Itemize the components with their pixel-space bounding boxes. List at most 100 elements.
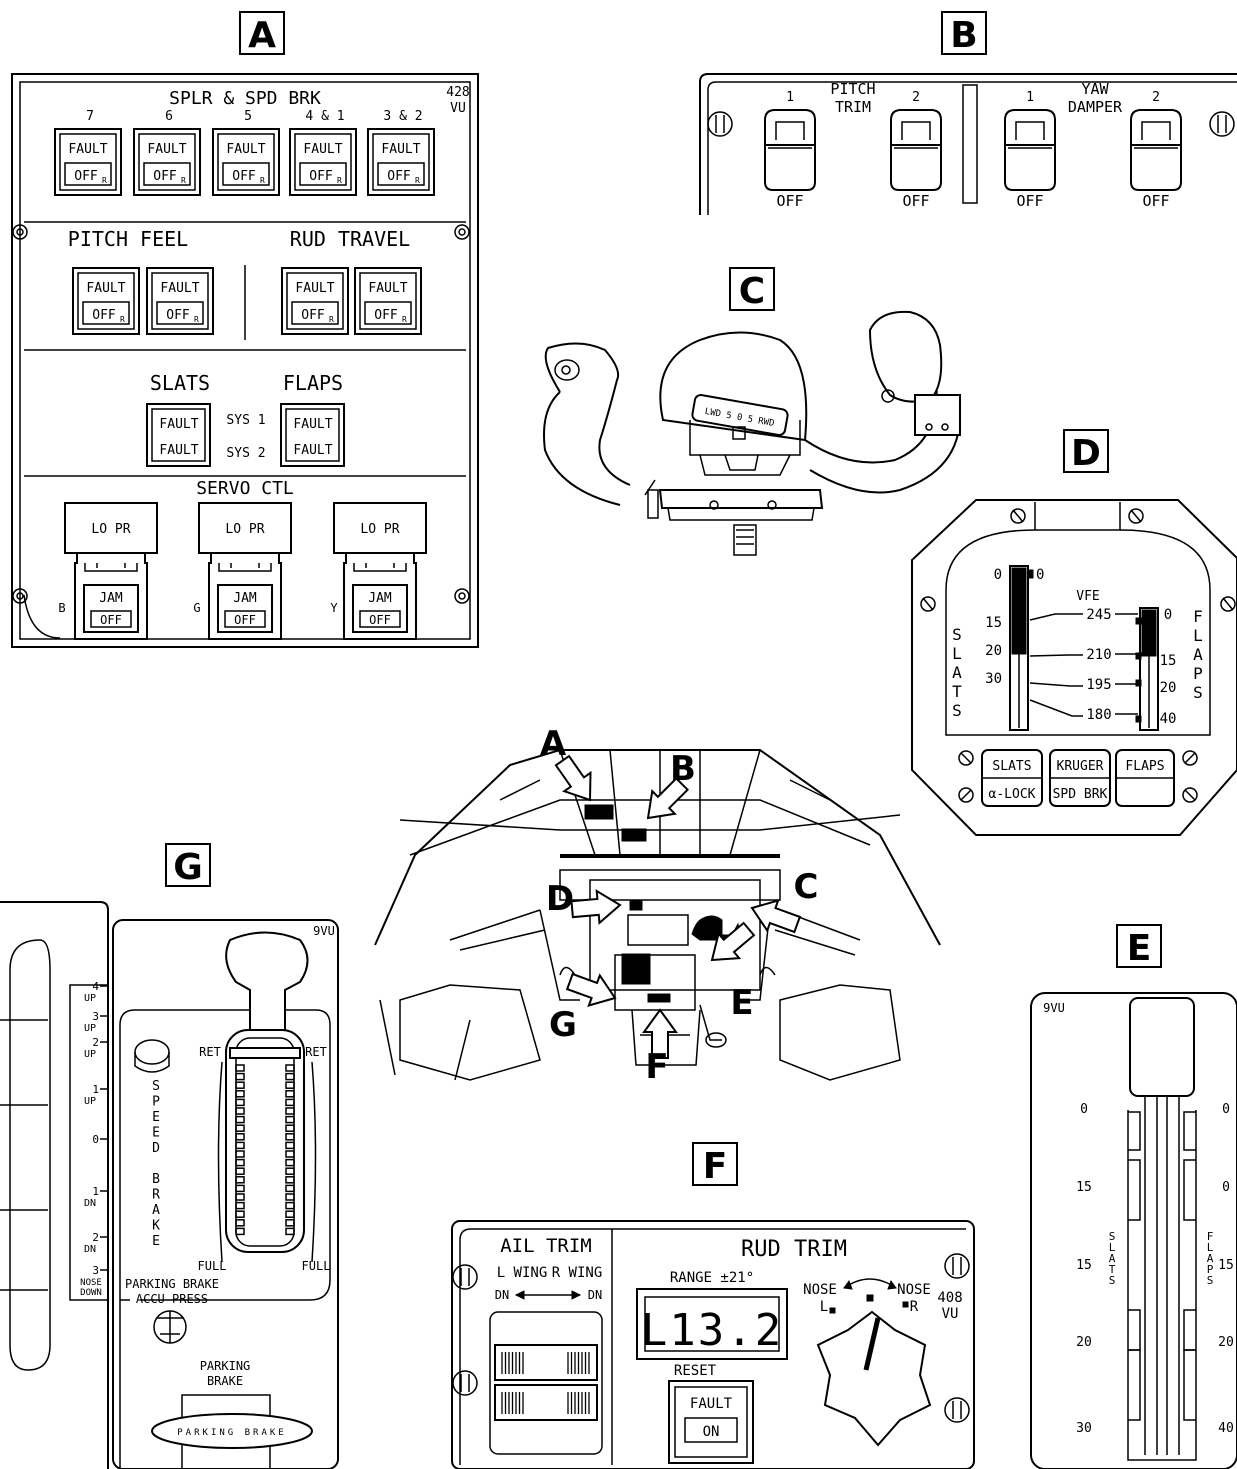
svg-text:OFF: OFF <box>902 192 929 210</box>
svg-text:B: B <box>950 15 977 56</box>
slat-detent-mark: 0 <box>1080 1102 1088 1117</box>
svg-text:2: 2 <box>912 90 920 105</box>
svg-text:LO PR: LO PR <box>91 522 130 537</box>
svg-text:FAULT: FAULT <box>160 281 199 296</box>
callout-arrow <box>554 754 592 802</box>
flap-detent-mark: 0 <box>1222 1102 1230 1117</box>
splr-number: 6 <box>165 109 173 124</box>
rud-trim-display: L13.2 <box>636 1288 788 1360</box>
flaps-fault-button[interactable]: FAULT FAULT <box>280 403 345 467</box>
parking-brake-handle[interactable]: PARKING BRAKE <box>151 1413 313 1449</box>
svg-text:R: R <box>910 1299 919 1315</box>
svg-text:1: 1 <box>786 90 794 105</box>
kruger-spd-brk-button[interactable]: KRUGER SPD BRK <box>1049 749 1111 807</box>
svg-text:JAM: JAM <box>233 591 257 606</box>
panel-label-f: F <box>692 1142 738 1187</box>
svg-text:R: R <box>337 176 342 185</box>
hydraulic-circuit-label: G <box>193 601 200 615</box>
svg-text:TRIM: TRIM <box>835 98 871 116</box>
svg-text:R: R <box>415 176 420 185</box>
speed-brake-lever[interactable] <box>225 931 309 1253</box>
callout-arrow <box>642 1008 678 1059</box>
panel-f-trim-panel: AIL TRIM L WING R WING DN DN RUD TRIM RA… <box>451 1220 975 1469</box>
flap-detent-mark: 0 <box>1222 1180 1230 1195</box>
svg-text:ON: ON <box>703 1424 720 1440</box>
vfe-speed: 245 <box>1086 607 1111 623</box>
hydraulic-circuit-label: Y <box>330 601 338 615</box>
pitch-feel-fault-off-button[interactable]: FAULT OFF R <box>72 267 140 335</box>
pitch-scale-number: 2 <box>92 1036 99 1049</box>
panel-label-c: C <box>729 267 775 312</box>
svg-text:UP: UP <box>84 1049 96 1060</box>
cockpit-callout-label: D <box>546 879 574 919</box>
svg-text:VU: VU <box>942 1306 959 1322</box>
svg-text:NOSE: NOSE <box>803 1282 837 1298</box>
slats-alpha-lock-button[interactable]: SLATS α-LOCK <box>981 749 1043 807</box>
svg-text:L: L <box>820 1299 828 1315</box>
svg-text:YAW: YAW <box>1081 80 1109 98</box>
cockpit-callout-label: A <box>540 724 567 764</box>
svg-text:D: D <box>1071 433 1101 474</box>
pitch-scale-number: 0 <box>92 1133 99 1146</box>
pitch-scale-number: 1 <box>92 1083 99 1096</box>
pitch-scale-number: 4 <box>92 980 99 993</box>
svg-text:OFF: OFF <box>387 169 411 184</box>
svg-text:R: R <box>120 315 125 324</box>
flaps-button[interactable]: FLAPS <box>1115 749 1175 807</box>
svg-text:OFF: OFF <box>100 613 122 627</box>
svg-text:DAMPER: DAMPER <box>1068 98 1123 116</box>
svg-text:PARKING: PARKING <box>200 1359 251 1373</box>
rud-trim-reset-button[interactable]: FAULT ON <box>668 1380 754 1464</box>
flap-detent-mark: 15 <box>1218 1258 1234 1273</box>
splr-number: 4 & 1 <box>305 109 344 124</box>
svg-text:ACCU PRESS: ACCU PRESS <box>136 1292 208 1306</box>
pitch-scale-number: 1 <box>92 1185 99 1198</box>
svg-text:FAULT: FAULT <box>303 142 342 157</box>
svg-text:VFE: VFE <box>1076 589 1099 604</box>
svg-text:OFF: OFF <box>776 192 803 210</box>
svg-text:FAULT: FAULT <box>147 142 186 157</box>
svg-text:428: 428 <box>446 85 469 100</box>
callout-arrow <box>565 972 617 1008</box>
slats-fault-button[interactable]: FAULT FAULT <box>146 403 211 467</box>
svg-text:OFF: OFF <box>92 308 116 323</box>
cockpit-callout-label: C <box>794 867 819 907</box>
svg-text:PITCH: PITCH <box>830 80 875 98</box>
callout-arrow <box>646 776 690 820</box>
flap-detent-mark: 40 <box>1218 1421 1234 1436</box>
svg-text:KRUGER: KRUGER <box>1057 759 1104 774</box>
panel-c-control-wheel: LWD 5 0 5 RWD <box>543 310 961 556</box>
rud-trim-knob[interactable] <box>816 1310 932 1447</box>
svg-text:SLATS: SLATS <box>992 759 1031 774</box>
ail-trim-switch[interactable] <box>489 1311 603 1455</box>
svg-text:FAULT: FAULT <box>86 281 125 296</box>
svg-text:FULL: FULL <box>198 1259 227 1273</box>
svg-text:DN: DN <box>84 1198 96 1209</box>
callout-arrow <box>710 921 756 962</box>
svg-text:R: R <box>181 176 186 185</box>
